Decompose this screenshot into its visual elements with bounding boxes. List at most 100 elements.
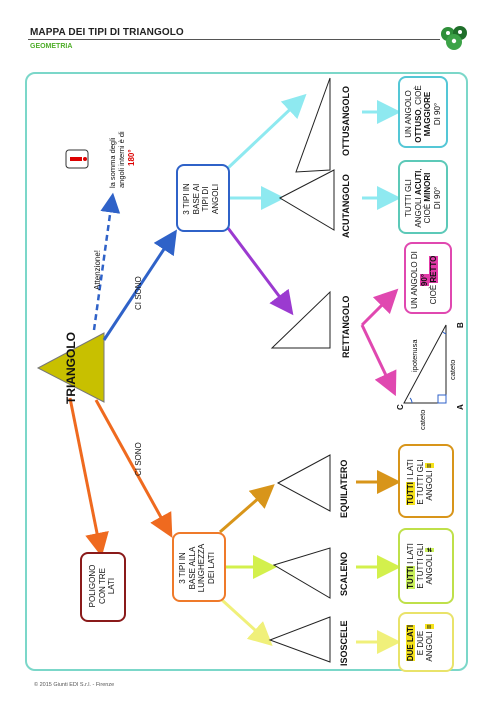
acutangolo-line-1: TUTTI GLI (404, 179, 413, 217)
label-leg-horizontal: cateto (418, 409, 427, 430)
acutangolo-line-4: DI 90° (432, 186, 442, 210)
isoscele-symbol: = (425, 624, 434, 630)
equilatero-line-1b: I LATI (406, 459, 415, 483)
root-triangle-shape (36, 332, 105, 403)
acutangolo-line-2c: , (413, 168, 423, 171)
equilatero-line-3: ANGOLI (425, 470, 434, 501)
acutangolo-desc-box: TUTTI GLI ANGOLI ACUTI, CIOÈ MINORI DI 9… (398, 160, 448, 234)
vertex-b-label: B (456, 322, 465, 328)
scaleno-highlight: TUTTI (406, 566, 415, 589)
isoscele-desc-box: DUE LATI E DUE ANGOLI = (398, 612, 454, 672)
isoscele-highlight: DUE LATI (406, 624, 415, 662)
exclamation-icon (65, 149, 89, 169)
link-attention: Attenzione! (93, 249, 102, 290)
subject-label: GEOMETRIA (30, 43, 73, 50)
root-label: TRIANGOLO (64, 332, 78, 404)
equilatero-desc-box: TUTTI I LATI E TUTTI GLI ANGOLI = (398, 444, 454, 518)
acutangolo-line-3a: CIOÈ (423, 201, 432, 224)
acutangolo-line-2a: ANGOLI (413, 195, 423, 228)
link-ci-sono-top: CI SONO (134, 276, 143, 310)
definition-line-1: POLIGONO (88, 564, 97, 608)
note-line-1: la somma degli (108, 137, 117, 188)
vertex-a-label: A (456, 404, 465, 410)
angles-group-line-2: BASE AI (191, 183, 201, 215)
sides-group-line-3: LUNGHEZZA (197, 543, 206, 593)
vertex-c-label: C (396, 404, 405, 410)
definition-box: POLIGONO CON TRE LATI (80, 552, 126, 622)
sides-group-box: 3 TIPI IN BASE ALLA LUNGHEZZA DEI LATI (172, 532, 226, 602)
link-ci-sono-bottom: CI SONO (134, 442, 143, 476)
right-angle-marker (437, 394, 447, 404)
acutangolo-triangle-shape (278, 169, 335, 231)
isoscele-line-2: E DUE (415, 630, 425, 656)
rettangolo-desc-box: UN ANGOLO DI 90° CIOÈ RETTO (404, 242, 452, 314)
scaleno-line-1b: I LATI (406, 543, 415, 567)
type-name-isoscele: ISOSCELE (339, 620, 349, 666)
isoscele-line-3: ANGOLI (425, 631, 434, 662)
arrow-rettangolo-desc (360, 288, 399, 327)
scaleno-triangle-shape (272, 547, 331, 599)
definition-line-3: LATI (107, 577, 116, 595)
rettangolo-desc-text: UN ANGOLO DI 90° CIOÈ RETTO (410, 246, 439, 314)
header-divider (28, 39, 440, 40)
angle-arc-b (442, 331, 447, 335)
type-name-scaleno: SCALENO (339, 551, 349, 596)
ottusangolo-line-2b: , CIOÈ (413, 85, 423, 110)
acutangolo-highlight: ACUTI (413, 170, 423, 196)
sides-group-line-1: 3 TIPI IN (178, 552, 187, 584)
sides-group-text: 3 TIPI IN BASE ALLA LUNGHEZZA DEI LATI (178, 536, 216, 600)
map-frame (25, 72, 468, 671)
definition-text: POLIGONO CON TRE LATI (88, 556, 117, 616)
ottusangolo-desc-box: UN ANGOLO OTTUSO, CIOÈ MAGGIORE DI 90° (398, 76, 448, 148)
type-name-equilatero: EQUILATERO (339, 459, 349, 518)
arrow-to-ottusangolo (226, 93, 307, 170)
equilatero-desc-text: TUTTI I LATI E TUTTI GLI ANGOLI = (406, 448, 435, 516)
ottusangolo-desc-text: UN ANGOLO OTTUSO, CIOÈ MAGGIORE DI 90° (404, 80, 442, 148)
type-name-rettangolo: RETTANGOLO (341, 295, 351, 358)
right-triangle-figure (403, 324, 447, 404)
note-text: la somma degli angoli interni è di (108, 131, 126, 188)
scaleno-line-3: ANGOLI (425, 554, 434, 585)
angles-group-line-4: ANGOLI (210, 183, 220, 215)
arrow-to-angles-group (102, 229, 177, 341)
scaleno-symbol: ≠ (425, 547, 434, 552)
publisher-logo-icon (441, 26, 467, 50)
angles-group-line-1: 3 TIPI IN (182, 183, 191, 215)
ottusangolo-highlight: OTTUSO (413, 109, 423, 143)
note-value: 180° (127, 149, 136, 166)
angles-group-text: 3 TIPI IN BASE AI TIPI DI ANGOLI (182, 170, 220, 228)
equilatero-triangle-shape (276, 454, 331, 512)
arrow-rettangolo-figure (360, 324, 397, 397)
note-line-2: angoli interni è di (117, 131, 126, 188)
sides-group-line-2: BASE ALLA (187, 546, 197, 590)
acutangolo-highlight-2: MINORI (423, 172, 432, 202)
angles-group-box: 3 TIPI IN BASE AI TIPI DI ANGOLI (176, 164, 230, 232)
isoscele-triangle-shape (268, 616, 331, 663)
equilatero-line-2: E TUTTI GLI (415, 459, 425, 505)
isoscele-desc-text: DUE LATI E DUE ANGOLI = (406, 616, 435, 670)
rettangolo-line-1: UN ANGOLO DI (410, 251, 419, 309)
scaleno-desc-text: TUTTI I LATI E TUTTI GLI ANGOLI ≠ (406, 532, 435, 600)
page-title: MAPPA DEI TIPI DI TRIANGOLO (30, 27, 184, 38)
ottusangolo-triangle-shape (295, 77, 331, 173)
rettangolo-highlight-90: 90° (419, 273, 429, 287)
angles-group-line-3: TIPI DI (201, 186, 210, 212)
ottusangolo-line-1: UN ANGOLO (404, 90, 413, 138)
ottusangolo-line-3: MAGGIORE (423, 91, 432, 137)
ottusangolo-line-4: DI 90° (432, 102, 442, 126)
arrow-to-definition (68, 397, 109, 557)
arrow-to-note (92, 192, 121, 331)
label-leg-vertical: cateto (448, 359, 457, 380)
arrow-to-isoscele (220, 598, 273, 647)
rettangolo-highlight-retto: RETTO (429, 255, 438, 283)
arrow-to-sides-group (94, 399, 173, 538)
type-name-ottusangolo: OTTUSANGOLO (341, 86, 351, 156)
footer-copyright: © 2015 Giunti EDI S.r.l. - Firenze (34, 682, 115, 688)
arrow-to-rettangolo (226, 227, 294, 316)
type-name-acutangolo: ACUTANGOLO (341, 174, 351, 238)
sides-group-line-4: DEI LATI (206, 552, 216, 584)
arrow-to-equilatero (219, 484, 275, 534)
rettangolo-line-3a: CIOÈ (429, 282, 438, 305)
acutangolo-desc-text: TUTTI GLI ANGOLI ACUTI, CIOÈ MINORI DI 9… (404, 164, 442, 232)
